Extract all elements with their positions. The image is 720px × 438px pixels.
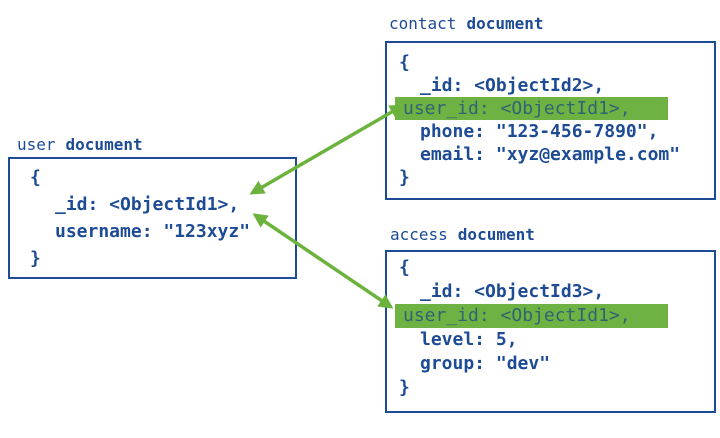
user-document-title-word2: document: [65, 135, 143, 154]
code-line: }: [399, 377, 410, 398]
code-line-user-id-highlighted: user_id: <ObjectId1>,: [395, 304, 668, 328]
contact-document-title-word1: contact: [389, 14, 457, 33]
contact-document-title-word2: document: [466, 14, 544, 33]
user-document-title: user document: [17, 135, 143, 154]
access-document-box: { _id: <ObjectId3>, user_id: <ObjectId1>…: [385, 250, 716, 413]
code-line: {: [30, 167, 41, 188]
code-line-level: level: 5,: [420, 329, 518, 350]
code-line-email: email: "xyz@example.com": [420, 144, 681, 165]
access-document-title: access document: [390, 225, 535, 244]
code-line-phone: phone: "123-456-7890",: [420, 121, 659, 142]
code-line-user-id-highlighted: user_id: <ObjectId1>,: [395, 97, 668, 120]
code-line-username: username: "123xyz": [55, 221, 251, 242]
code-line-id: _id: <ObjectId2>,: [420, 75, 605, 96]
code-line-id: _id: <ObjectId3>,: [420, 281, 605, 302]
user-document-title-word1: user: [17, 135, 56, 154]
contact-document-title: contact document: [389, 14, 544, 33]
code-line: {: [399, 52, 410, 73]
user-document-box: { _id: <ObjectId1>, username: "123xyz" }: [8, 157, 297, 279]
access-document-title-word2: document: [457, 225, 535, 244]
code-line: }: [399, 167, 410, 188]
code-line-group: group: "dev": [420, 353, 551, 374]
code-line-id: _id: <ObjectId1>,: [55, 194, 240, 215]
code-line: }: [30, 248, 41, 269]
code-line: {: [399, 257, 410, 278]
access-document-title-word1: access: [390, 225, 448, 244]
contact-document-box: { _id: <ObjectId2>, user_id: <ObjectId1>…: [385, 41, 716, 200]
